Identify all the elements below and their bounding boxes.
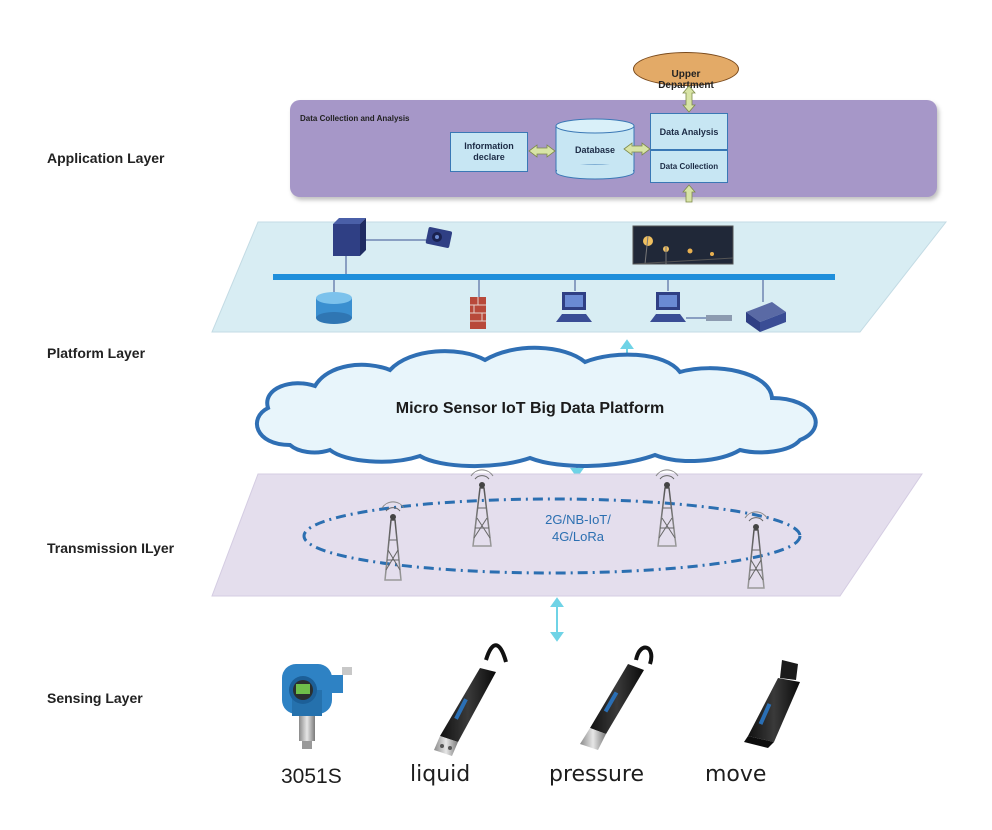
cell-tower-icon [744, 511, 768, 589]
network-label: 2G/NB-IoT/ 4G/LoRa [545, 512, 611, 544]
transmission-plane [211, 473, 923, 597]
information-declare-label: Information declare [464, 141, 514, 162]
pressure-transmitter-image [282, 664, 352, 749]
platform-layer-label: Platform Layer [47, 345, 146, 361]
network-ellipse [302, 497, 802, 575]
sensor-label-3051s: 3051S [281, 765, 342, 788]
server-icon [333, 218, 428, 274]
sensor-label-pressure: pressure [549, 762, 645, 787]
liquid-probe-image [434, 643, 508, 756]
information-declare-box: Information declare [450, 132, 528, 172]
move-sensor-image [744, 660, 800, 748]
sensor-label-move: move [705, 762, 767, 787]
transmission-layer-label: Transmission ILyer [47, 540, 175, 556]
connector-arrow [550, 597, 564, 642]
cell-tower-icon [470, 469, 494, 547]
printer-icon [746, 280, 786, 332]
firewall-icon [470, 280, 486, 329]
camera-icon [425, 227, 453, 248]
data-analysis-box: Data Analysis [650, 113, 728, 150]
platform-cloud [255, 345, 818, 469]
cloud-label: Micro Sensor IoT Big Data Platform [395, 400, 665, 417]
application-panel: Data Collection and Analysis Information… [290, 100, 937, 197]
data-analysis-label: Data Analysis [659, 126, 719, 137]
database-cylinder-icon [316, 280, 352, 324]
workstation-icon [650, 280, 732, 322]
cell-tower-icon [381, 501, 405, 581]
cell-tower-icon [655, 469, 679, 547]
upper-department-label: Upper Department [658, 69, 714, 91]
database-icon [555, 118, 635, 180]
workstation-icon [556, 280, 592, 322]
application-layer-label: Application Layer [47, 150, 165, 166]
data-collection-box: Data Collection [650, 150, 728, 183]
sensing-layer-label: Sensing Layer [47, 690, 143, 706]
data-collection-label: Data Collection [659, 162, 719, 171]
platform-bus [273, 274, 835, 280]
upper-department-node: Upper Department [633, 52, 739, 91]
pressure-probe-image [580, 645, 654, 750]
street-light-image-icon [632, 225, 734, 265]
sensor-label-liquid: liquid [410, 762, 471, 787]
panel-title: Data Collection and Analysis [300, 114, 410, 123]
database-label: Database [574, 145, 616, 155]
